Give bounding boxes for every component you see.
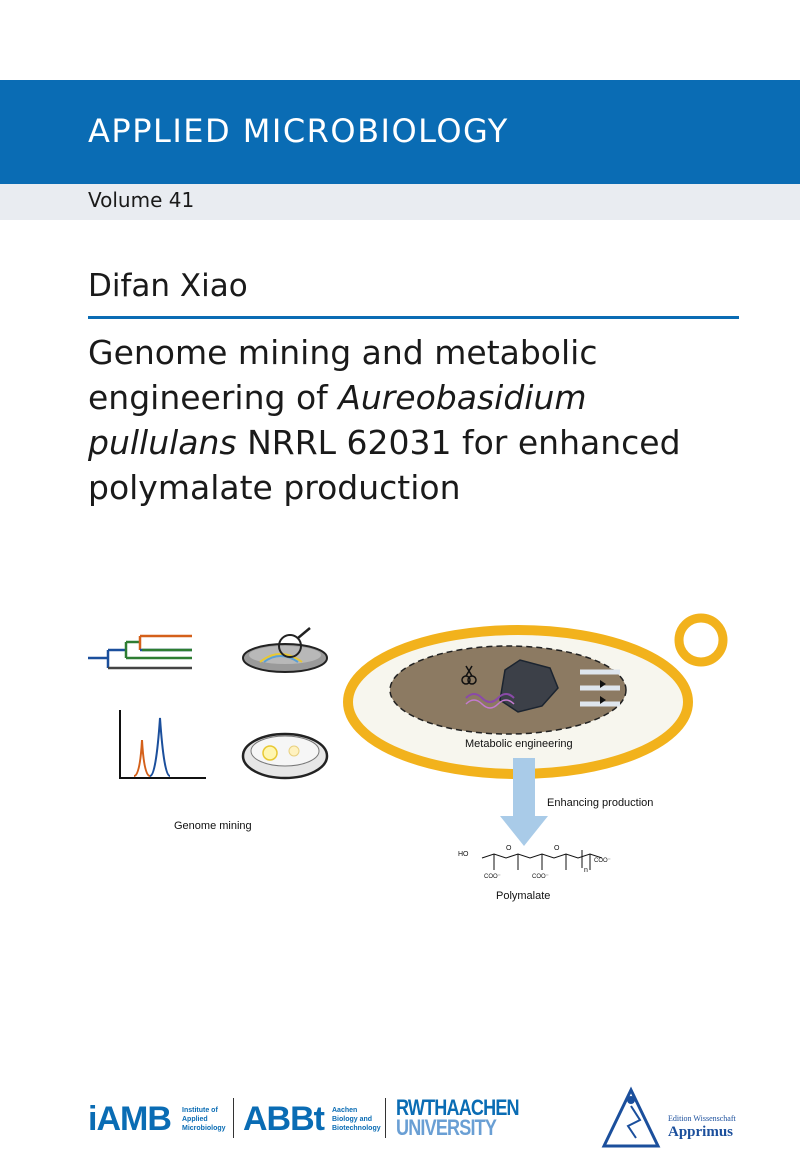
chem-ho: HO <box>458 851 469 858</box>
label-metabolic-engineering: Metabolic engineering <box>465 738 573 750</box>
series-band <box>0 80 800 184</box>
apprimus-emblem-icon <box>601 1086 661 1148</box>
chem-o-1: O <box>506 845 512 852</box>
logo-divider-2 <box>385 1098 386 1138</box>
abbt-sub-2: Biology and <box>332 1116 373 1123</box>
iamb-subtitle: Institute of Applied Microbiology <box>182 1106 226 1133</box>
title-line-1: Genome mining and metabolic <box>88 333 598 372</box>
iamb-sub-1: Institute of <box>182 1107 218 1114</box>
author-rule <box>88 316 739 319</box>
label-enhancing-production: Enhancing production <box>547 797 654 809</box>
illustration-svg: HO O O n COO⁻ COO⁻ COO⁻ <box>88 613 728 880</box>
series-rule <box>0 170 800 184</box>
chem-coo-3: COO⁻ <box>594 858 611 864</box>
chem-coo-1: COO⁻ <box>484 874 501 880</box>
enhancing-arrow-icon <box>500 758 548 846</box>
logo-divider-1 <box>233 1098 234 1138</box>
iamb-sub-3: Microbiology <box>182 1125 226 1132</box>
rwth-line-1: RWTHAACHEN <box>396 1095 520 1120</box>
abbt-sub-1: Aachen <box>332 1107 358 1114</box>
logo-bar: iAMB Institute of Applied Microbiology A… <box>0 1080 800 1160</box>
title-line-2-text: engineering of <box>88 378 339 417</box>
abbt-sub-3: Biotechnology <box>332 1125 381 1132</box>
yeast-cell-icon <box>343 613 728 779</box>
abbt-logo: ABBt <box>243 1100 325 1138</box>
volume-number: Volume 41 <box>88 188 195 212</box>
petri-dish-icon <box>241 732 329 780</box>
apprimus-logo: Apprimus <box>668 1124 734 1140</box>
rwth-line-2: UNIVERSITY <box>396 1115 497 1140</box>
author-name: Difan Xiao <box>88 268 248 304</box>
phylogenetic-tree-icon <box>88 634 192 670</box>
title-line-3-text: NRRL 62031 for enhanced <box>236 423 681 462</box>
label-polymalate: Polymalate <box>496 890 551 902</box>
chem-o-2: O <box>554 845 560 852</box>
volume-band <box>0 184 800 220</box>
chem-coo-2: COO⁻ <box>532 874 549 880</box>
title-species: pullulans <box>88 423 237 462</box>
title-line-4: polymalate production <box>88 468 461 507</box>
title-genus: Aureobasidium <box>338 378 587 417</box>
series-title: APPLIED MICROBIOLOGY <box>88 112 509 150</box>
polymalate-structure-icon <box>481 850 603 870</box>
title-line-3: pullulans NRRL 62031 for enhanced <box>88 420 768 465</box>
chem-n: n <box>584 867 588 874</box>
abbt-subtitle: Aachen Biology and Biotechnology <box>332 1106 381 1133</box>
iamb-logo: iAMB <box>88 1100 172 1138</box>
iamb-sub-2: Applied <box>182 1116 208 1123</box>
cover-illustration: HO O O n COO⁻ COO⁻ COO⁻ Genome mining Me… <box>80 610 800 910</box>
book-title: Genome mining and metabolic engineering … <box>88 330 768 510</box>
title-line-2: engineering of Aureobasidium <box>88 375 768 420</box>
top-margin <box>0 0 800 80</box>
label-genome-mining: Genome mining <box>174 820 252 832</box>
apprimus-subtitle: Edition Wissenschaft <box>668 1114 736 1123</box>
rwth-logo: RWTHAACHEN UNIVERSITY <box>396 1095 520 1140</box>
petri-magnifier-icon <box>242 627 328 673</box>
chromatogram-icon <box>119 710 206 779</box>
